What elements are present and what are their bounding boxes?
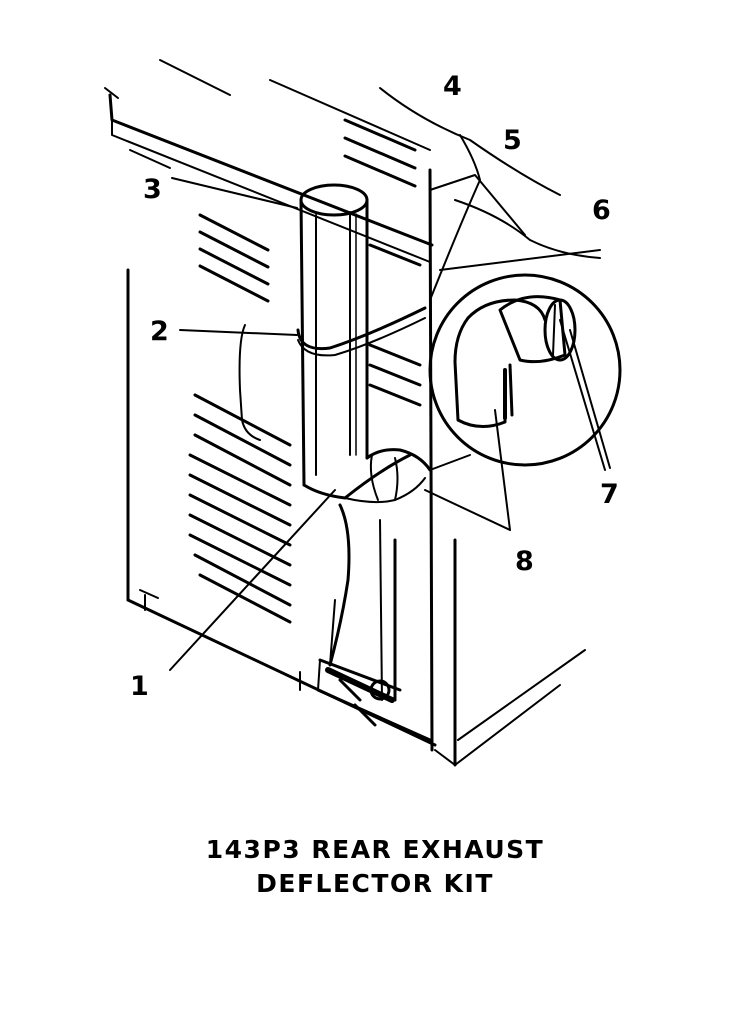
callout-2: 2: [150, 316, 169, 347]
leader-lines: [169, 134, 611, 671]
cabinet-rear-panel: [104, 59, 601, 767]
caption-line-2: DEFLECTOR KIT: [256, 869, 494, 898]
cabinet-louvres: [129, 118, 422, 624]
lower-exhaust-duct: [316, 503, 432, 742]
callout-4: 4: [443, 71, 462, 102]
detail-inset: [428, 273, 622, 467]
callout-6: 6: [592, 195, 611, 226]
callout-7: 7: [600, 479, 619, 510]
exhaust-elbow: [302, 448, 432, 504]
mounting-strap: [296, 306, 427, 351]
callout-5: 5: [503, 125, 522, 156]
caption-line-1: 143P3 REAR EXHAUST: [205, 835, 545, 864]
bottom-bracket: [139, 589, 395, 727]
callout-3: 3: [143, 174, 162, 205]
exhaust-pipe: [299, 183, 369, 487]
callout-8: 8: [515, 546, 534, 577]
callout-1: 1: [130, 671, 149, 702]
access-panel: [238, 324, 261, 441]
exhaust-hood: [454, 199, 601, 259]
